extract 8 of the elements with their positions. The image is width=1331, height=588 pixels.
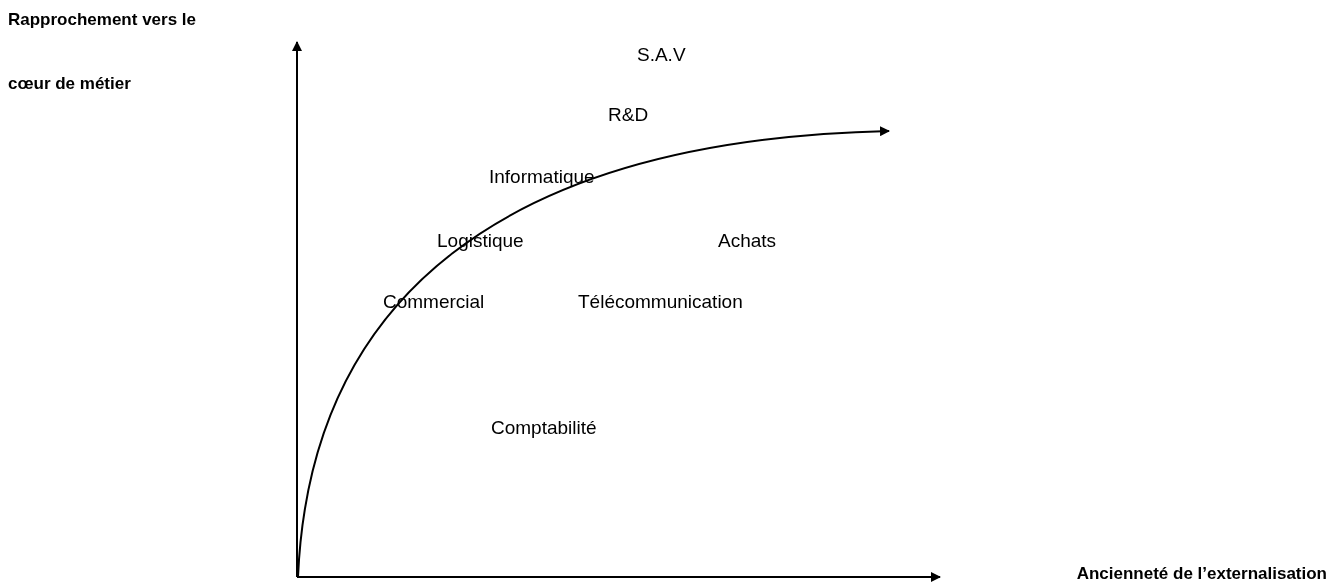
category-label: S.A.V (637, 44, 686, 66)
category-label: Télécommunication (578, 291, 743, 313)
category-label: Informatique (489, 166, 595, 188)
category-label: Comptabilité (491, 417, 597, 439)
category-label: R&D (608, 104, 649, 126)
axis-label: Ancienneté de l’externalisation (1076, 563, 1327, 585)
axis-label: Rapprochement vers le cœur de métier (8, 9, 197, 95)
category-label: Achats (718, 230, 777, 252)
